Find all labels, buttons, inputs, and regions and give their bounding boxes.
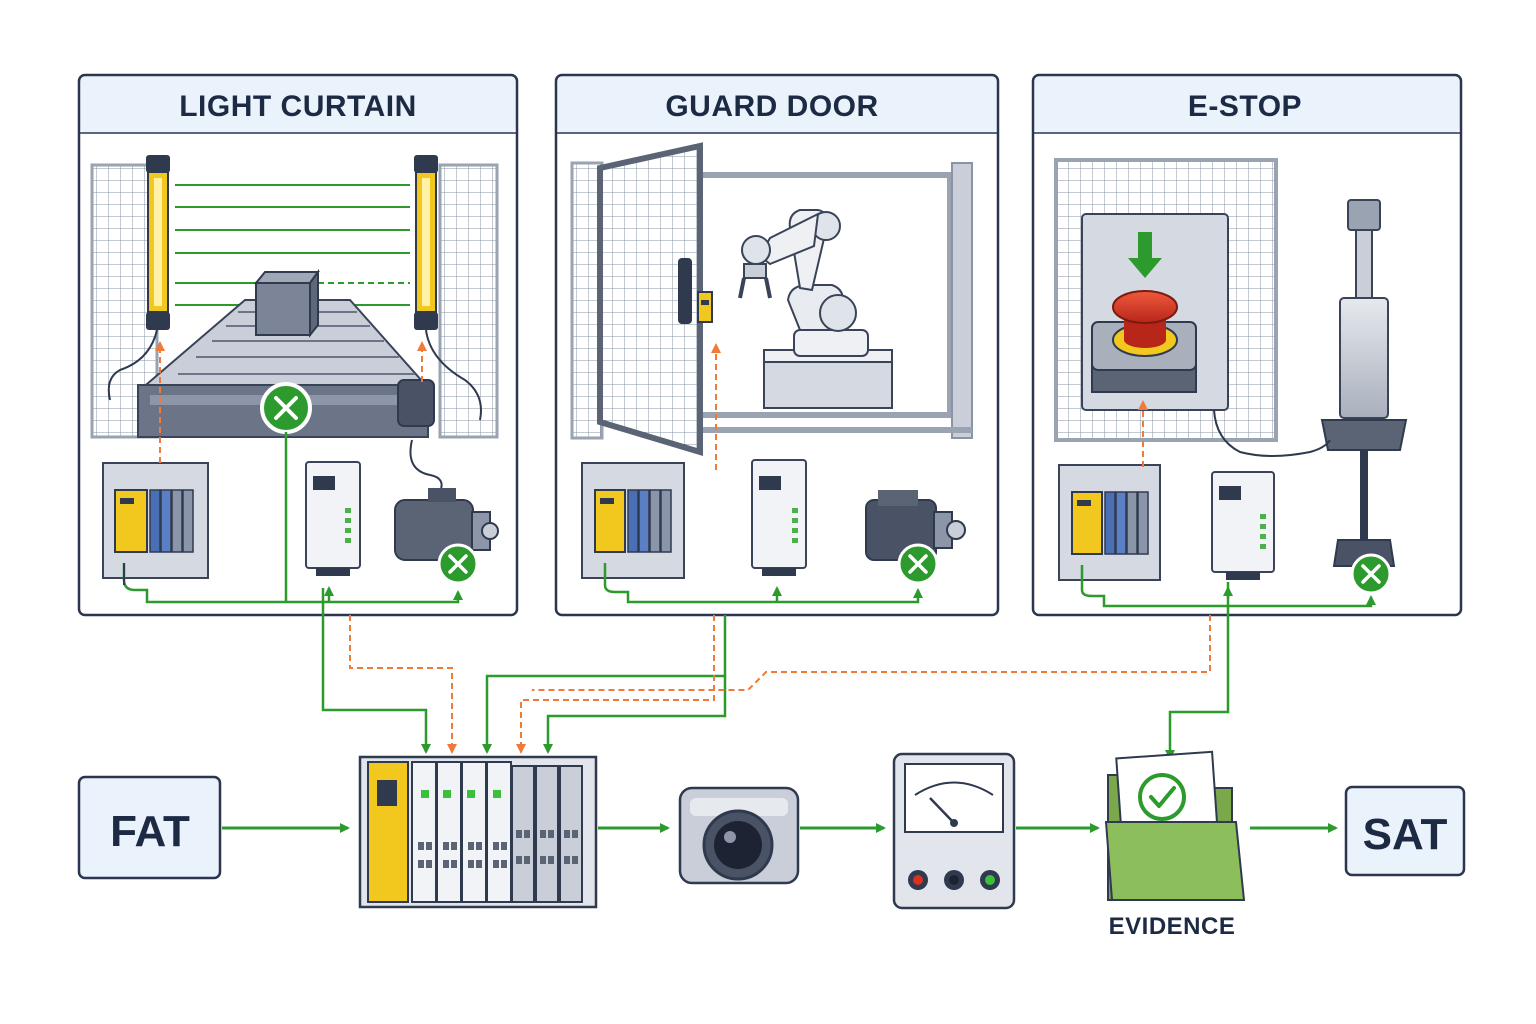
panel-header [557,76,997,133]
panel-estop: E-STOP [1031,73,1463,617]
panel-header [80,76,516,133]
signal-lines [321,582,1233,760]
panel-light-curtain: LIGHT CURTAIN [77,73,519,617]
checkmark-icon [1138,773,1186,821]
robot-arm-icon [738,209,893,409]
evidence-folder-icon [1104,750,1246,901]
evidence-label: EVIDENCE [1109,913,1236,940]
estop-button-icon [1081,213,1229,411]
light-beams [175,184,410,306]
panel-header [1034,76,1460,133]
panel-title-light-curtain: LIGHT CURTAIN [179,90,417,123]
safety-relay-icon [102,462,209,579]
panel-guard-door: GUARD DOOR [554,73,1000,617]
fault-x-icon [260,382,312,434]
sat-label: SAT [1363,810,1448,859]
drive-icon [1211,471,1275,580]
panel-title-guard-door: GUARD DOOR [665,90,878,123]
safety-plc-icon [358,755,598,909]
fat-label: FAT [110,807,190,856]
sat-box: SAT [1344,785,1466,877]
safety-relay-icon [1058,464,1161,581]
light-curtain-receiver-icon [414,155,438,330]
fault-x-icon [1350,553,1392,595]
light-curtain-emitter-icon [146,155,170,330]
fat-box: FAT [77,775,222,880]
fence-right [438,163,499,439]
door-switch-icon [697,291,713,323]
fault-x-icon [897,543,939,585]
fault-x-icon [437,543,479,585]
safety-relay-icon [581,462,685,579]
drive-icon [305,461,361,576]
panel-title-estop: E-STOP [1188,90,1302,123]
actuator-icon [1320,199,1408,567]
meter-icon [892,752,1016,910]
camera-icon [678,786,800,885]
guard-door-icon [597,142,703,457]
drive-icon [751,459,807,576]
